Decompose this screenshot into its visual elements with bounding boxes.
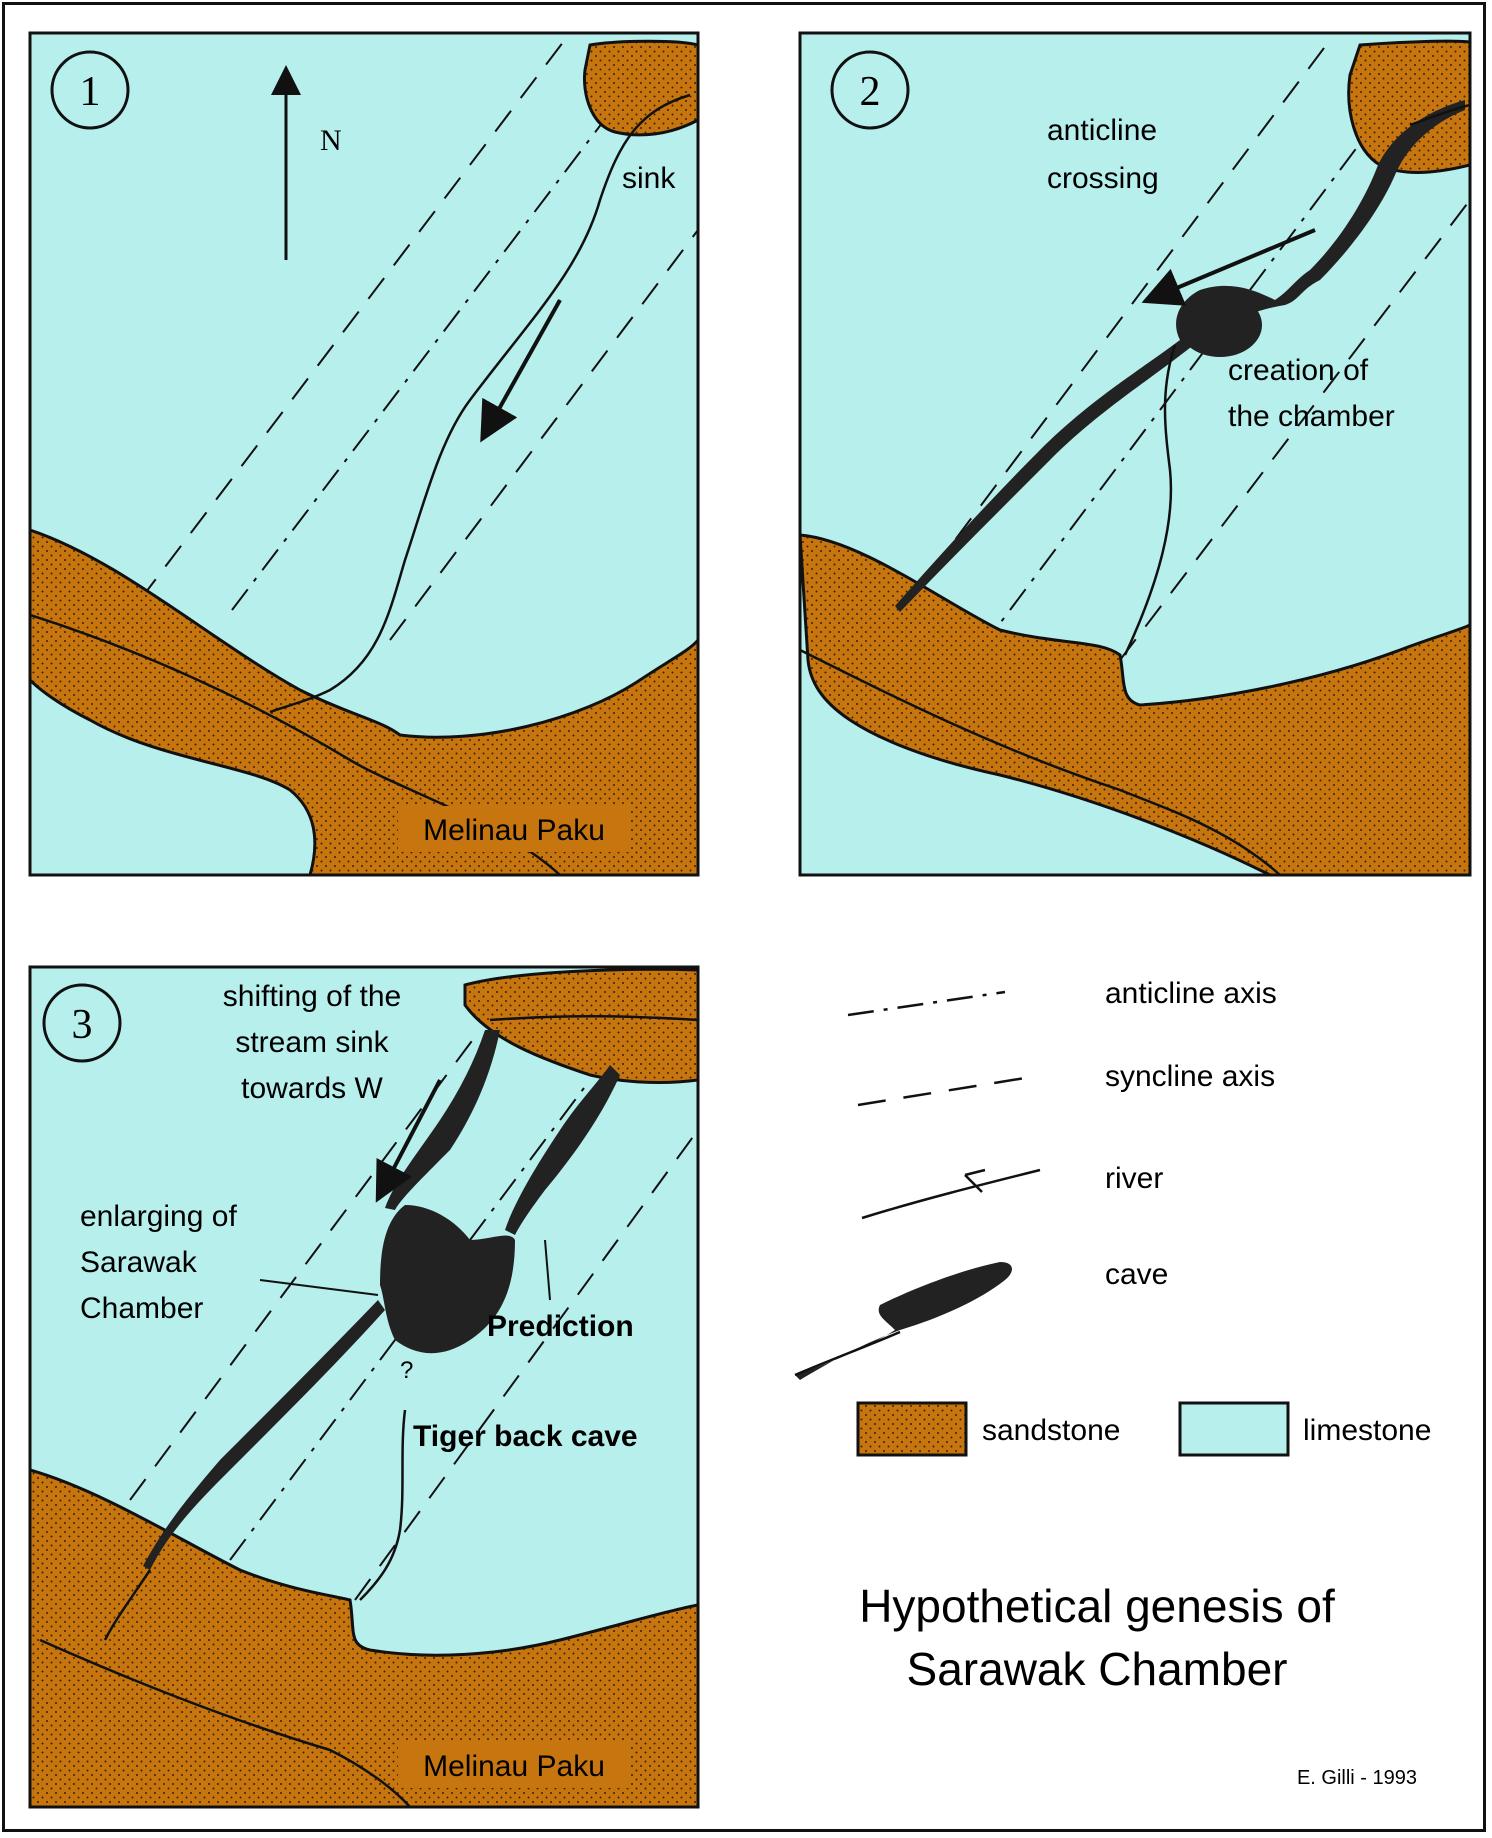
flow-arrow bbox=[1141, 228, 1316, 306]
legend-anticline-swatch bbox=[847, 990, 1006, 1017]
melinau-paku-river bbox=[39, 1638, 411, 1807]
panel-2-number-circle bbox=[830, 50, 910, 130]
panel-2: 2 anticline crossing creation of the cha… bbox=[798, 31, 1472, 877]
syncline-axis-line bbox=[139, 33, 571, 601]
legend-cave-label: cave bbox=[1105, 1258, 1168, 1291]
tiger-back-cave-label: Tiger back cave bbox=[413, 1420, 638, 1453]
legend-anticline-label: anticline axis bbox=[1105, 977, 1277, 1010]
panel-1: 1 N sink Melinau Paku bbox=[28, 31, 700, 877]
cave-passage bbox=[895, 100, 1465, 612]
legend-syncline-label: syncline axis bbox=[1105, 1060, 1275, 1093]
panel-3-number: 3 bbox=[72, 1002, 93, 1048]
legend: anticline axis syncline axis river cave … bbox=[794, 977, 1431, 1457]
legend-limestone-swatch bbox=[1178, 1401, 1290, 1457]
prediction-pointer bbox=[544, 1239, 551, 1301]
chamber-creation-label: the chamber bbox=[1228, 400, 1395, 433]
shift-label: shifting of the bbox=[223, 980, 401, 1013]
credit-label: E. Gilli - 1993 bbox=[1297, 1767, 1417, 1789]
river-name-label: Melinau Paku bbox=[423, 1750, 605, 1783]
panel-2-number: 2 bbox=[860, 69, 881, 115]
anticline-crossing-label: anticline bbox=[1047, 114, 1157, 147]
cave-passage bbox=[505, 1065, 620, 1235]
legend-sandstone-swatch bbox=[856, 1401, 968, 1457]
melinau-paku-river bbox=[800, 648, 1281, 875]
panel-3-border bbox=[28, 965, 700, 1809]
anticline-axis-line bbox=[231, 59, 651, 611]
stream bbox=[1123, 344, 1177, 656]
sandstone-area bbox=[30, 528, 698, 875]
diagram-title: Hypothetical genesis of bbox=[859, 1580, 1335, 1632]
sink-sandstone bbox=[463, 967, 698, 1084]
shift-label: towards W bbox=[241, 1072, 383, 1105]
panel-1-number: 1 bbox=[80, 69, 101, 115]
cave-passage bbox=[385, 1030, 500, 1210]
prediction-label: Prediction bbox=[487, 1310, 634, 1343]
sandstone-area bbox=[800, 533, 1470, 875]
tiger-back-stream bbox=[359, 1409, 407, 1601]
anticline-crossing-label: crossing bbox=[1047, 162, 1159, 195]
sink-stream bbox=[269, 93, 691, 714]
shift-label: stream sink bbox=[235, 1026, 389, 1059]
sarawak-chamber bbox=[380, 1205, 515, 1354]
enlarging-label: Chamber bbox=[80, 1292, 203, 1325]
flow-arrow bbox=[480, 299, 562, 443]
sink-sandstone bbox=[1347, 39, 1470, 174]
cave-passage bbox=[143, 1300, 385, 1570]
chamber bbox=[1178, 293, 1262, 357]
panel-2-border bbox=[798, 31, 1472, 877]
legend-syncline-swatch bbox=[857, 1076, 1026, 1107]
legend-cave-swatch bbox=[795, 1262, 1012, 1380]
legend-river-arrow-icon bbox=[964, 1168, 986, 1193]
syncline-axis-line bbox=[354, 1129, 698, 1601]
diagram-title: Sarawak Chamber bbox=[907, 1643, 1288, 1695]
panel-1-border bbox=[28, 31, 700, 877]
panel-3: 3 shifting of the stream sink towards W … bbox=[28, 965, 700, 1809]
syncline-axis-line bbox=[1119, 199, 1470, 661]
river-name-bg bbox=[398, 1742, 630, 1788]
sink-stream bbox=[489, 1015, 698, 1022]
sink-sandstone bbox=[582, 39, 698, 137]
stream bbox=[103, 1569, 152, 1641]
panel-3-number-circle bbox=[42, 983, 122, 1063]
question-label: ? bbox=[400, 1357, 413, 1384]
legend-river-label: river bbox=[1105, 1162, 1163, 1195]
legend-river-swatch bbox=[861, 1168, 1041, 1220]
legend-sandstone-label: sandstone bbox=[982, 1414, 1120, 1447]
panel-1-number-circle bbox=[50, 50, 130, 130]
north-label: N bbox=[320, 124, 342, 157]
legend-limestone-label: limestone bbox=[1303, 1414, 1431, 1447]
sink-stream bbox=[1409, 103, 1470, 127]
syncline-axis-line bbox=[129, 1029, 481, 1501]
chamber-creation-label: creation of bbox=[1228, 354, 1369, 387]
sandstone-area bbox=[30, 1468, 698, 1807]
sink-label: sink bbox=[622, 162, 676, 195]
river-name-label: Melinau Paku bbox=[423, 814, 605, 847]
legend-cave-swatch bbox=[794, 1330, 901, 1377]
syncline-axis-line bbox=[389, 229, 698, 641]
flow-arrow bbox=[375, 1079, 442, 1203]
enlarging-label: Sarawak bbox=[80, 1246, 198, 1279]
river-name-bg bbox=[398, 806, 630, 852]
enlarging-pointer bbox=[259, 1279, 379, 1296]
enlarging-label: enlarging of bbox=[80, 1200, 237, 1233]
anticline-axis-line bbox=[979, 89, 1401, 651]
